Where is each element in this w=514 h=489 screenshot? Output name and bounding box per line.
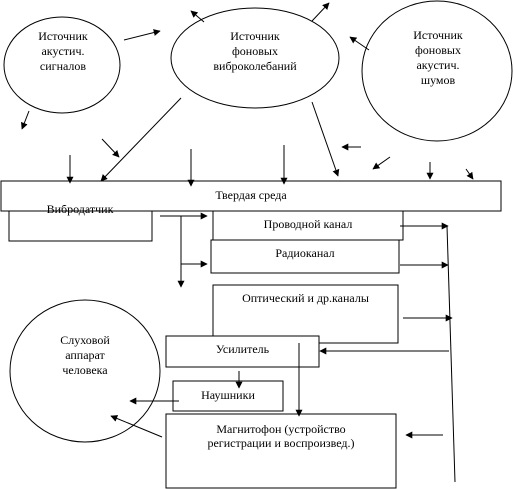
arrow <box>123 29 161 41</box>
hearing-ellipse <box>9 299 161 443</box>
arrow <box>101 138 120 158</box>
recorder-label: Магнитофон (устройство регистрации и вос… <box>207 422 355 450</box>
arrow <box>100 97 182 182</box>
bus-line <box>446 225 456 483</box>
src-acoustic-label: Источник акустич. сигналов <box>38 29 88 73</box>
arrow <box>311 2 330 22</box>
arrow <box>465 168 474 180</box>
arrow <box>190 10 205 23</box>
hearing-label: Слуховой аппарат человека <box>60 333 110 377</box>
arrow <box>21 110 30 130</box>
src-vibration-label: Источник фоновых виброколебаний <box>213 29 297 73</box>
radio-channel-label: Радиоканал <box>275 246 335 260</box>
headphones-box <box>172 380 284 412</box>
src-vibration-ellipse <box>170 7 340 109</box>
src-noise-label: Источник фоновых акустич. шумов <box>413 28 463 87</box>
optical-channel-label: Оптический и др.каналы <box>242 291 369 305</box>
radio-channel-box <box>210 239 400 274</box>
arrow <box>349 36 370 51</box>
solid-medium-box <box>0 180 502 212</box>
wire-channel-label: Проводной канал <box>263 217 353 231</box>
headphones-label: Наушники <box>201 388 255 402</box>
recorder-box <box>165 413 397 489</box>
src-acoustic-ellipse <box>3 16 121 114</box>
amplifier-label: Усилитель <box>215 342 270 356</box>
vibration-sensor-label: Вибродатчик <box>46 205 114 216</box>
arrow <box>110 415 163 438</box>
arrow <box>372 156 391 170</box>
amplifier-box <box>165 335 320 368</box>
arrow <box>311 101 340 177</box>
src-noise-ellipse <box>361 0 513 142</box>
solid-medium-label: Твердая среда <box>215 188 287 202</box>
